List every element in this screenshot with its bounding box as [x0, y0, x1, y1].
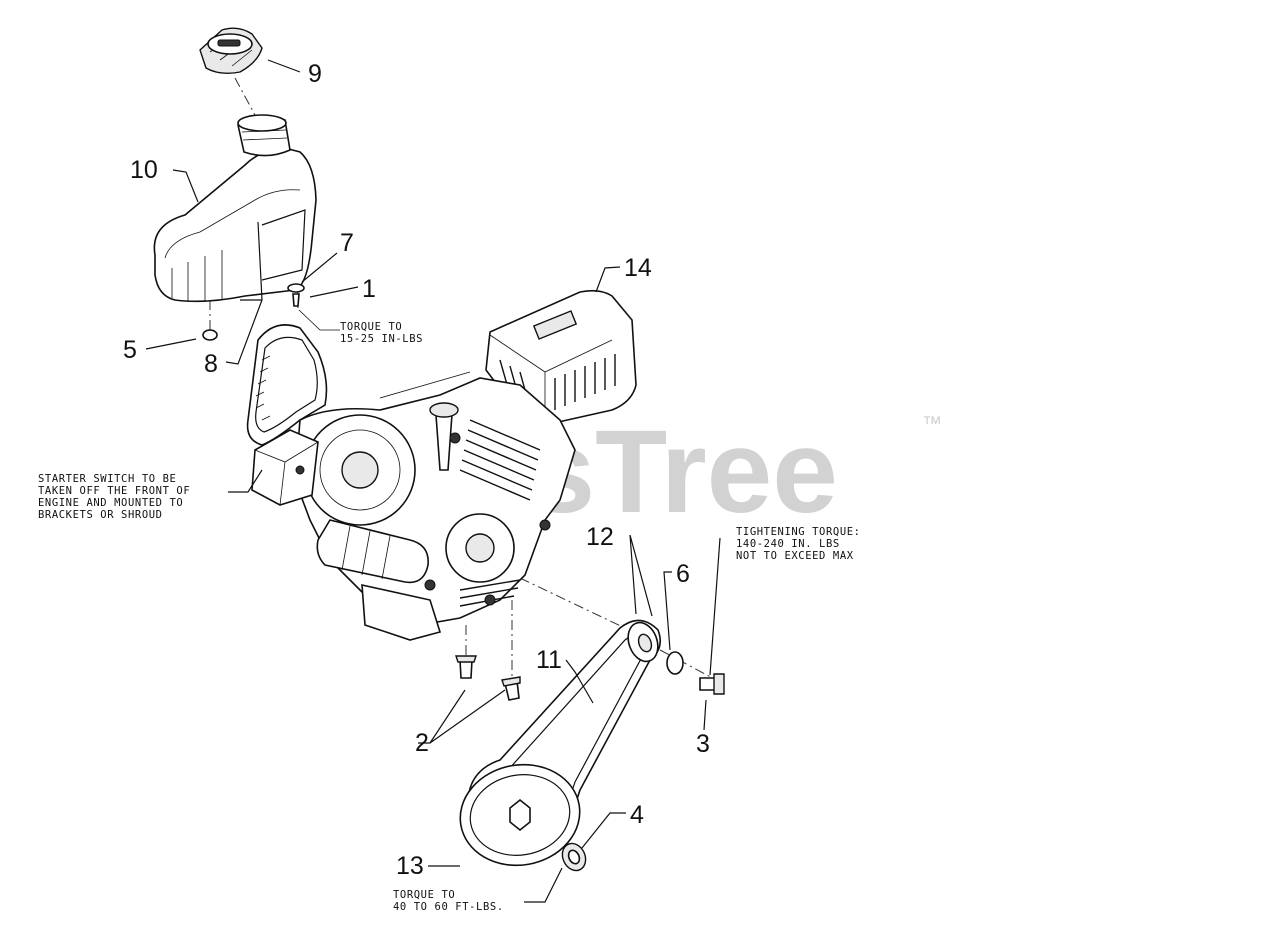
starter-cord-part [246, 324, 328, 446]
callout-2: 2 [415, 729, 429, 757]
cylinder-fins [459, 419, 541, 501]
callout-labels: 9 10 7 1 5 8 14 12 6 11 2 3 4 13 [123, 60, 710, 880]
large-pulley-part [459, 763, 587, 872]
leader-lines [145, 59, 721, 903]
note-line: TORQUE TO [340, 321, 402, 333]
note-starter-switch: STARTER SWITCH TO BE TAKEN OFF THE FRONT… [38, 473, 190, 521]
callout-5: 5 [123, 336, 137, 364]
note-line: 15-25 IN-LBS [340, 333, 423, 345]
callout-1: 1 [362, 275, 376, 303]
note-line: TIGHTENING TORQUE: [736, 526, 861, 538]
callout-7: 7 [340, 229, 354, 257]
watermark-trademark: ™ [922, 413, 942, 435]
callout-9: 9 [308, 60, 322, 88]
note-line: TAKEN OFF THE FRONT OF [38, 485, 190, 497]
note-line: 140-240 IN. LBS [736, 538, 840, 550]
note-line: BRACKETS OR SHROUD [38, 509, 163, 521]
mounting-bolts-part [455, 655, 521, 701]
note-line: ENGINE AND MOUNTED TO [38, 497, 183, 509]
starter-switch-part [251, 429, 319, 506]
engine-pulley-part [627, 621, 725, 695]
note-line: TORQUE TO [393, 889, 455, 901]
callout-11: 11 [536, 646, 562, 674]
note-line: STARTER SWITCH TO BE [38, 473, 176, 485]
engine-block-part [294, 371, 576, 641]
callout-12: 12 [586, 523, 614, 551]
callout-3: 3 [696, 730, 710, 758]
tank-hardware [202, 283, 305, 341]
note-line: 40 TO 60 FT-LBS. [393, 901, 504, 913]
note-line: NOT TO EXCEED MAX [736, 550, 854, 562]
callout-14: 14 [624, 254, 652, 282]
note-torque-tank: TORQUE TO 15-25 IN-LBS [340, 321, 423, 345]
note-tightening-torque: TIGHTENING TORQUE: 140-240 IN. LBS NOT T… [736, 526, 861, 562]
callout-8: 8 [204, 350, 218, 378]
fuel-tank-part [153, 114, 317, 303]
fuel-cap-part [199, 27, 263, 75]
note-torque-pulley: TORQUE TO 40 TO 60 FT-LBS. [393, 889, 504, 913]
callout-13: 13 [396, 852, 424, 880]
callout-4: 4 [630, 801, 644, 829]
callout-6: 6 [676, 560, 690, 588]
callout-10: 10 [130, 156, 158, 184]
